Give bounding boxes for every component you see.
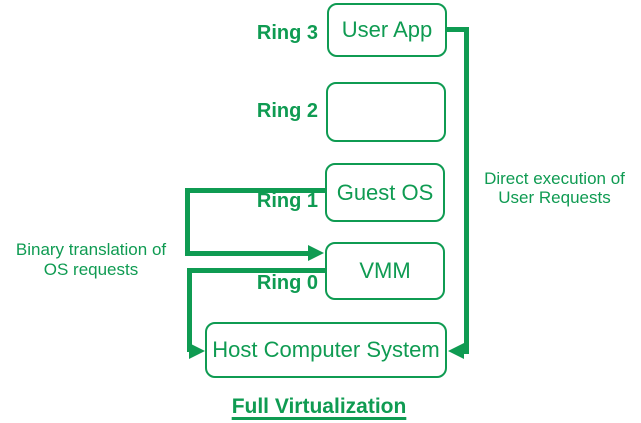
ring2-label: Ring 2 <box>256 100 318 122</box>
vmm-box: VMM <box>325 242 445 300</box>
host-computer-system-box: Host Computer System <box>205 322 447 378</box>
vmm-to-host-connector-top <box>187 268 325 273</box>
binary-translation-note-line1: Binary translation of <box>15 240 167 259</box>
guest-os-box: Guest OS <box>325 163 445 222</box>
user-app-box: User App <box>327 3 447 57</box>
userapp-to-host-connector-vertical <box>464 27 469 354</box>
binary-translation-note: Binary translation of OS requests <box>0 240 182 280</box>
direct-execution-note-line2: User Requests <box>498 188 611 207</box>
ring2-empty-box <box>326 82 446 142</box>
diagram-title: Full Virtualization <box>231 395 407 418</box>
direct-execution-note: Direct execution of User Requests <box>468 169 641 207</box>
direct-execution-note-line1: Direct execution of <box>484 169 625 188</box>
ring3-label: Ring 3 <box>256 22 318 44</box>
guest-to-vmm-connector-vertical <box>185 188 190 256</box>
binary-translation-note-line2: OS requests <box>43 260 139 279</box>
arrowhead-into-host-right-icon <box>448 343 464 359</box>
guest-to-vmm-connector-bottom <box>185 251 309 256</box>
arrowhead-into-vmm-icon <box>308 245 324 261</box>
user-app-label: User App <box>341 17 433 42</box>
vmm-to-host-connector-vertical <box>187 268 192 352</box>
vmm-label: VMM <box>359 258 411 283</box>
guest-os-label: Guest OS <box>336 179 434 205</box>
guest-to-vmm-connector-top <box>185 188 325 193</box>
arrowhead-into-host-left-icon <box>189 343 205 359</box>
host-computer-system-label: Host Computer System <box>212 337 440 362</box>
ring0-label: Ring 0 <box>256 272 318 294</box>
ring1-label: Ring 1 <box>256 190 318 212</box>
userapp-to-host-connector-top <box>445 27 469 32</box>
